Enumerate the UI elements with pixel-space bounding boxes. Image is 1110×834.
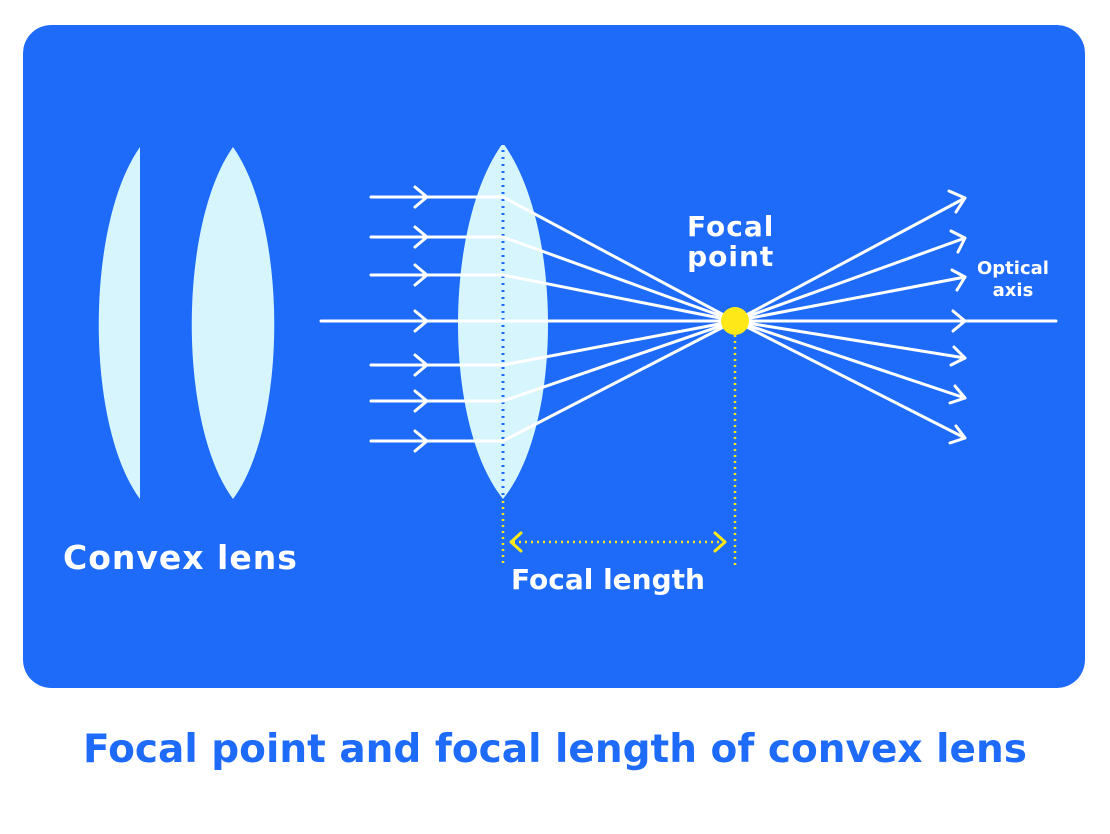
- arrowhead-icon: [951, 309, 967, 333]
- ray-1: [369, 195, 967, 323]
- arrowhead-icon: [413, 263, 429, 287]
- arrowhead-icon: [949, 229, 967, 254]
- focal-point-label: Focal point: [687, 212, 774, 272]
- optical-axis-label-line1: Optical: [977, 258, 1049, 279]
- arrowhead-left-icon: [509, 531, 523, 553]
- lens-diagram: [23, 25, 1085, 688]
- lens-half-right: [191, 147, 275, 499]
- optical-axis-label: Optical axis: [977, 258, 1049, 302]
- caption-title: Focal point and focal length of convex l…: [83, 727, 1027, 772]
- focal-point-label-line2: point: [687, 240, 775, 273]
- focal-point-dot: [721, 307, 749, 335]
- arrowhead-icon: [413, 185, 429, 209]
- ray-3: [369, 273, 967, 323]
- arrowhead-icon: [413, 429, 429, 453]
- optical-axis-label-line2: axis: [992, 280, 1034, 301]
- arrowhead-icon: [947, 189, 967, 214]
- light-rays: [319, 195, 1058, 443]
- arrowhead-icon: [413, 309, 429, 333]
- arrowhead-icon: [949, 345, 967, 367]
- focal-length-label: Focal length: [511, 563, 705, 596]
- lens-half-left: [98, 147, 140, 499]
- convex-lens-label: Convex lens: [63, 538, 298, 577]
- arrowhead-icon: [948, 384, 967, 405]
- arrowhead-icon: [950, 268, 967, 292]
- arrowhead-icon: [413, 353, 429, 377]
- ray-7: [369, 319, 967, 443]
- arrowhead-icon: [413, 389, 429, 413]
- arrowhead-icon: [948, 424, 967, 445]
- incoming-arrowheads: [413, 185, 429, 453]
- ray-2: [369, 235, 967, 323]
- focal-point-label-line1: Focal: [687, 210, 775, 243]
- ray-6: [369, 319, 967, 403]
- arrowhead-icon: [413, 225, 429, 249]
- arrowhead-right-icon: [713, 531, 727, 553]
- ray-5: [369, 319, 967, 367]
- diagram-panel: Convex lens Focal point Optical axis Foc…: [23, 25, 1085, 688]
- outgoing-arrowheads: [947, 189, 967, 445]
